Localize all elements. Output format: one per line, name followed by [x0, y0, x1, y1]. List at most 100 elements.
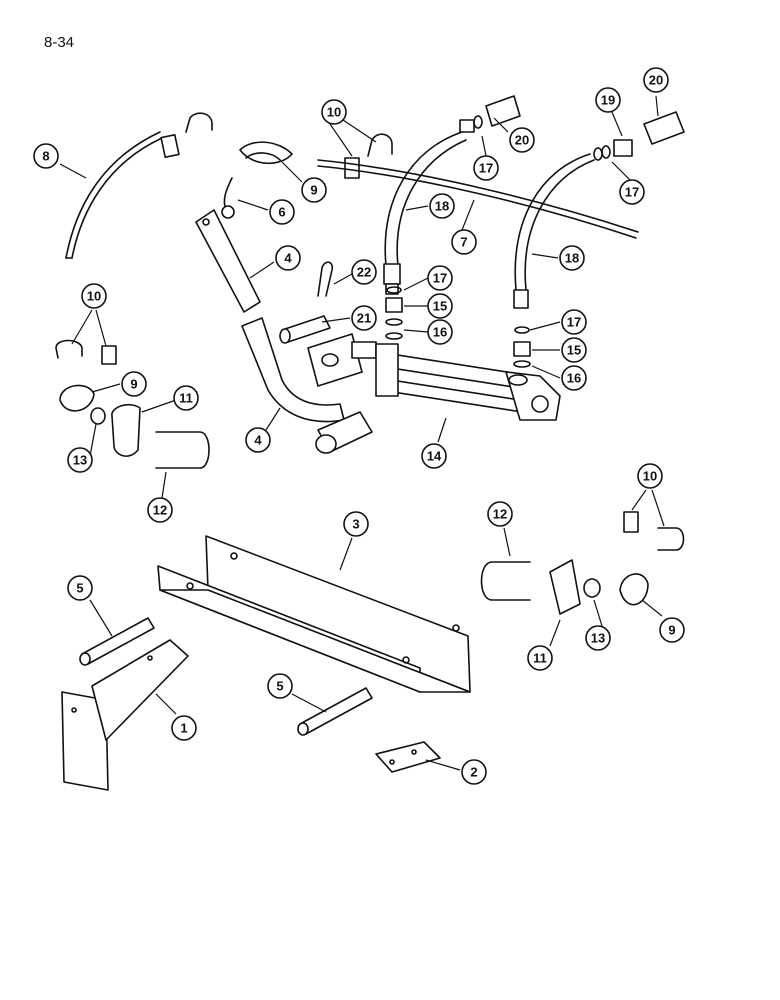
callout-17: 17 — [561, 309, 587, 335]
callout-21: 21 — [351, 305, 377, 331]
part-clip-9a — [239, 141, 293, 164]
callout-17: 17 — [619, 179, 645, 205]
svg-text:6: 6 — [278, 205, 285, 220]
callout-6: 6 — [269, 199, 295, 225]
svg-text:17: 17 — [433, 271, 447, 286]
part-plate-4a — [195, 209, 261, 313]
part-cable-8 — [65, 131, 163, 259]
callout-16: 16 — [427, 319, 453, 345]
svg-text:16: 16 — [567, 371, 581, 386]
callout-10: 10 — [81, 283, 107, 309]
page-number: 8-34 — [44, 34, 75, 51]
part-clevis — [307, 333, 377, 387]
callout-18: 18 — [429, 193, 455, 219]
callout-13: 13 — [67, 447, 93, 473]
svg-text:12: 12 — [153, 503, 167, 518]
callout-9: 9 — [121, 371, 147, 397]
callout-12: 12 — [487, 501, 513, 527]
part-plate-2 — [375, 741, 441, 773]
callout-5: 5 — [67, 575, 93, 601]
part-nut-stack-left — [385, 286, 403, 340]
svg-text:4: 4 — [284, 251, 292, 266]
svg-text:15: 15 — [433, 299, 447, 314]
svg-text:5: 5 — [76, 581, 83, 596]
svg-text:22: 22 — [357, 265, 371, 280]
part-clamp-top — [160, 112, 213, 159]
part-bracket-1 — [61, 639, 189, 791]
callout-10: 10 — [321, 99, 347, 125]
callout-22: 22 — [351, 259, 377, 285]
callout-11: 11 — [173, 385, 199, 411]
part-hose-18b — [513, 153, 595, 309]
callout-3: 3 — [343, 511, 369, 537]
svg-text:16: 16 — [433, 325, 447, 340]
svg-text:11: 11 — [179, 391, 193, 406]
svg-text:10: 10 — [643, 469, 657, 484]
part-pin-22 — [317, 261, 334, 297]
callout-10: 10 — [637, 463, 663, 489]
callout-12: 12 — [147, 497, 173, 523]
part-hydraulic-cylinder-14 — [375, 343, 561, 421]
svg-text:9: 9 — [130, 377, 137, 392]
svg-text:1: 1 — [180, 721, 187, 736]
svg-text:19: 19 — [601, 93, 615, 108]
callout-7: 7 — [451, 229, 477, 255]
part-pin-5a — [79, 617, 155, 666]
callout-17: 17 — [473, 155, 499, 181]
svg-text:17: 17 — [625, 185, 639, 200]
part-hose-18a — [383, 131, 467, 295]
svg-text:10: 10 — [327, 105, 341, 120]
svg-text:18: 18 — [435, 199, 449, 214]
callout-8: 8 — [33, 143, 59, 169]
part-clamp-assembly-right — [480, 511, 685, 615]
callout-15: 15 — [427, 293, 453, 319]
callout-17: 17 — [427, 265, 453, 291]
svg-text:11: 11 — [533, 651, 547, 666]
callout-4: 4 — [275, 245, 301, 271]
part-bolt-6 — [221, 177, 235, 219]
svg-text:20: 20 — [649, 73, 663, 88]
svg-text:15: 15 — [567, 343, 581, 358]
svg-text:17: 17 — [567, 315, 581, 330]
callout-18: 18 — [559, 245, 585, 271]
callout-9: 9 — [659, 617, 685, 643]
part-clamp-assembly-left — [55, 339, 210, 469]
part-nut-stack-right — [513, 326, 531, 368]
part-fittings-top-right — [593, 111, 685, 161]
callout-11: 11 — [527, 645, 553, 671]
part-lever-4b — [241, 317, 373, 454]
part-cable-7 — [317, 159, 639, 239]
callout-9: 9 — [301, 177, 327, 203]
svg-text:3: 3 — [352, 517, 359, 532]
svg-text:12: 12 — [493, 507, 507, 522]
part-pin-21 — [279, 315, 331, 344]
callout-20: 20 — [509, 127, 535, 153]
part-channel-frame-3 — [157, 535, 471, 693]
callout-1: 1 — [171, 715, 197, 741]
callout-2: 2 — [461, 759, 487, 785]
part-pin-5b — [297, 687, 373, 736]
callout-19: 19 — [595, 87, 621, 113]
callout-20: 20 — [643, 67, 669, 93]
svg-text:4: 4 — [254, 433, 262, 448]
svg-text:7: 7 — [460, 235, 467, 250]
callout-4: 4 — [245, 427, 271, 453]
svg-text:2: 2 — [470, 765, 477, 780]
svg-text:9: 9 — [310, 183, 317, 198]
part-fittings-top-left — [459, 95, 521, 133]
svg-text:14: 14 — [427, 449, 442, 464]
svg-text:5: 5 — [276, 679, 283, 694]
svg-text:13: 13 — [73, 453, 87, 468]
callout-15: 15 — [561, 337, 587, 363]
svg-text:17: 17 — [479, 161, 493, 176]
svg-text:13: 13 — [591, 631, 605, 646]
svg-text:8: 8 — [42, 149, 49, 164]
svg-text:9: 9 — [668, 623, 675, 638]
leader-lines — [59, 95, 665, 771]
svg-text:21: 21 — [357, 311, 371, 326]
callout-5: 5 — [267, 673, 293, 699]
callout-13: 13 — [585, 625, 611, 651]
svg-text:20: 20 — [515, 133, 529, 148]
callout-16: 16 — [561, 365, 587, 391]
